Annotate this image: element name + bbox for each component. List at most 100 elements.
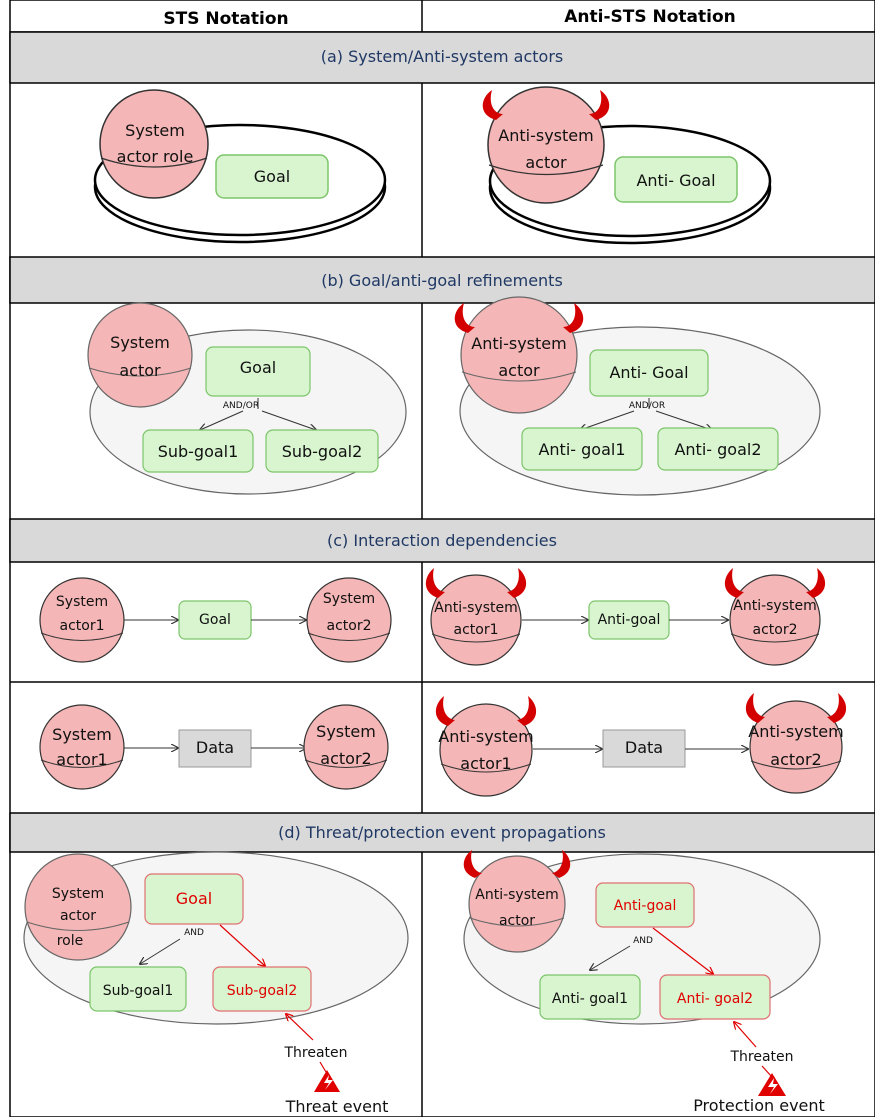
svg-text:Sub-goal2: Sub-goal2 (227, 983, 298, 999)
horn-icon (589, 90, 610, 120)
svg-text:Anti-system: Anti-system (475, 887, 559, 903)
horn-icon (435, 696, 455, 726)
row-d-label-background (262, 1022, 352, 1062)
threaten-arrow (286, 1014, 314, 1041)
svg-text:Anti-system: Anti-system (498, 126, 593, 145)
svg-text:Goal: Goal (176, 889, 212, 908)
svg-text:Sub-goal2: Sub-goal2 (282, 442, 363, 461)
svg-text:Anti- Goal: Anti- Goal (636, 171, 715, 190)
svg-text:Data: Data (196, 738, 234, 757)
svg-text:System: System (125, 121, 185, 140)
protection-propagation-arrow (652, 927, 713, 974)
protection-event-icon (758, 1073, 786, 1096)
section-c-bar (9, 518, 875, 563)
row-b-sub-goal1: Sub-goal1 (142, 429, 254, 473)
svg-text:role: role (57, 933, 84, 949)
row-d-anti-label-background (705, 1030, 805, 1066)
refine-arrow (580, 410, 635, 430)
row-d-anti-and-label: AND (633, 936, 653, 946)
svg-text:System: System (323, 591, 375, 607)
svg-text:System: System (316, 722, 376, 741)
row-b-anti-system-actor: Anti-system actor (454, 296, 584, 414)
row-d-anti-goal1: Anti- goal1 (539, 974, 641, 1020)
horn-icon (827, 693, 847, 723)
row-c2-anti-system-actor2: Anti-system actor2 (745, 693, 847, 794)
svg-text:actor role: actor role (117, 147, 194, 166)
svg-text:System: System (52, 725, 112, 744)
row-d-anti-goal2: Anti- goal2 (659, 974, 771, 1020)
svg-text:Anti- goal1: Anti- goal1 (552, 991, 628, 1007)
refine-arrow (200, 410, 244, 430)
row-a-anti-goal: Anti- Goal (614, 156, 738, 203)
horn-icon (745, 693, 765, 723)
threat-propagation-arrow (219, 924, 265, 966)
svg-text:actor: actor (60, 908, 96, 924)
row-c1-goal: Goal (178, 600, 252, 640)
section-d-title: (d) Threat/protection event propagations (278, 823, 606, 842)
svg-text:actor2: actor2 (753, 622, 798, 638)
svg-text:Data: Data (625, 738, 663, 757)
section-b-title: (b) Goal/anti-goal refinements (321, 271, 563, 290)
row-b-goal: Goal (205, 346, 311, 397)
svg-text:Sub-goal1: Sub-goal1 (103, 983, 174, 999)
svg-text:Anti- goal2: Anti- goal2 (677, 991, 753, 1007)
svg-text:Anti- goal2: Anti- goal2 (674, 440, 761, 459)
refine-arrow (590, 945, 631, 970)
row-d-protection-event: Protection event (693, 1096, 825, 1115)
svg-text:Anti-goal: Anti-goal (614, 898, 677, 914)
row-d-anti-threaten-label: Threaten (729, 1049, 793, 1065)
svg-text:Sub-goal1: Sub-goal1 (158, 442, 239, 461)
svg-text:Goal: Goal (240, 358, 276, 377)
svg-text:Anti-system: Anti-system (434, 600, 518, 616)
row-c1-anti-goal: Anti-goal (588, 600, 670, 640)
svg-text:Anti-goal: Anti-goal (598, 612, 661, 628)
row-d-threaten-label: Threaten (283, 1045, 347, 1061)
section-c-title: (c) Interaction dependencies (327, 531, 557, 550)
svg-text:actor: actor (498, 361, 540, 380)
horn-icon (806, 568, 826, 598)
row-d-anti-goal: Anti-goal (595, 882, 695, 928)
row-a-system-actor-role: System actor role (99, 89, 209, 199)
svg-text:actor: actor (119, 361, 161, 380)
row-d-system-actor-role: System actor role (24, 853, 132, 961)
row-c2-system-actor2: System actor2 (303, 704, 389, 790)
refine-arrow (261, 410, 316, 430)
row-c2-system-actor1: System actor1 (39, 704, 125, 790)
row-c1-anti-system-actor2: Anti-system actor2 (724, 568, 826, 666)
row-a-goal: Goal (215, 154, 329, 199)
row-b-anti-goal: Anti- Goal (589, 349, 709, 397)
svg-text:actor1: actor1 (460, 754, 511, 773)
svg-text:actor2: actor2 (327, 618, 372, 634)
row-c1-system-actor2: System actor2 (306, 577, 392, 663)
row-d-sub-goal1: Sub-goal1 (89, 966, 187, 1012)
svg-text:Anti-system: Anti-system (471, 334, 566, 353)
refine-arrow (655, 410, 712, 430)
svg-text:System: System (110, 333, 170, 352)
horn-icon (563, 303, 584, 333)
section-b-bar (9, 256, 875, 304)
svg-text:actor1: actor1 (56, 750, 107, 769)
section-d-bar (9, 812, 875, 853)
row-d-and-label: AND (184, 928, 204, 938)
svg-text:Goal: Goal (254, 167, 290, 186)
header-sts: STS Notation (163, 9, 288, 29)
svg-text:Goal: Goal (199, 612, 231, 628)
row-a-anti-system-actor: Anti-system actor (482, 86, 610, 204)
refine-arrow (140, 938, 181, 964)
svg-text:actor: actor (525, 153, 567, 172)
row-c2-anti-data: Data (602, 729, 686, 768)
row-b-and-or-label: AND/OR (223, 401, 259, 411)
row-b-anti-and-or-label: AND/OR (629, 401, 665, 411)
row-b-anti-goal1: Anti- goal1 (521, 427, 643, 471)
section-a-bar (9, 31, 875, 84)
svg-text:actor2: actor2 (770, 750, 821, 769)
horn-icon (425, 568, 445, 598)
section-a-title: (a) System/Anti-system actors (321, 47, 564, 66)
svg-text:Anti- goal1: Anti- goal1 (538, 440, 625, 459)
svg-text:actor2: actor2 (320, 749, 371, 768)
horn-icon (507, 568, 527, 598)
row-d-threat-event: Threat event (285, 1097, 389, 1116)
horn-icon (724, 568, 744, 598)
row-c1-system-actor1: System actor1 (39, 577, 125, 663)
